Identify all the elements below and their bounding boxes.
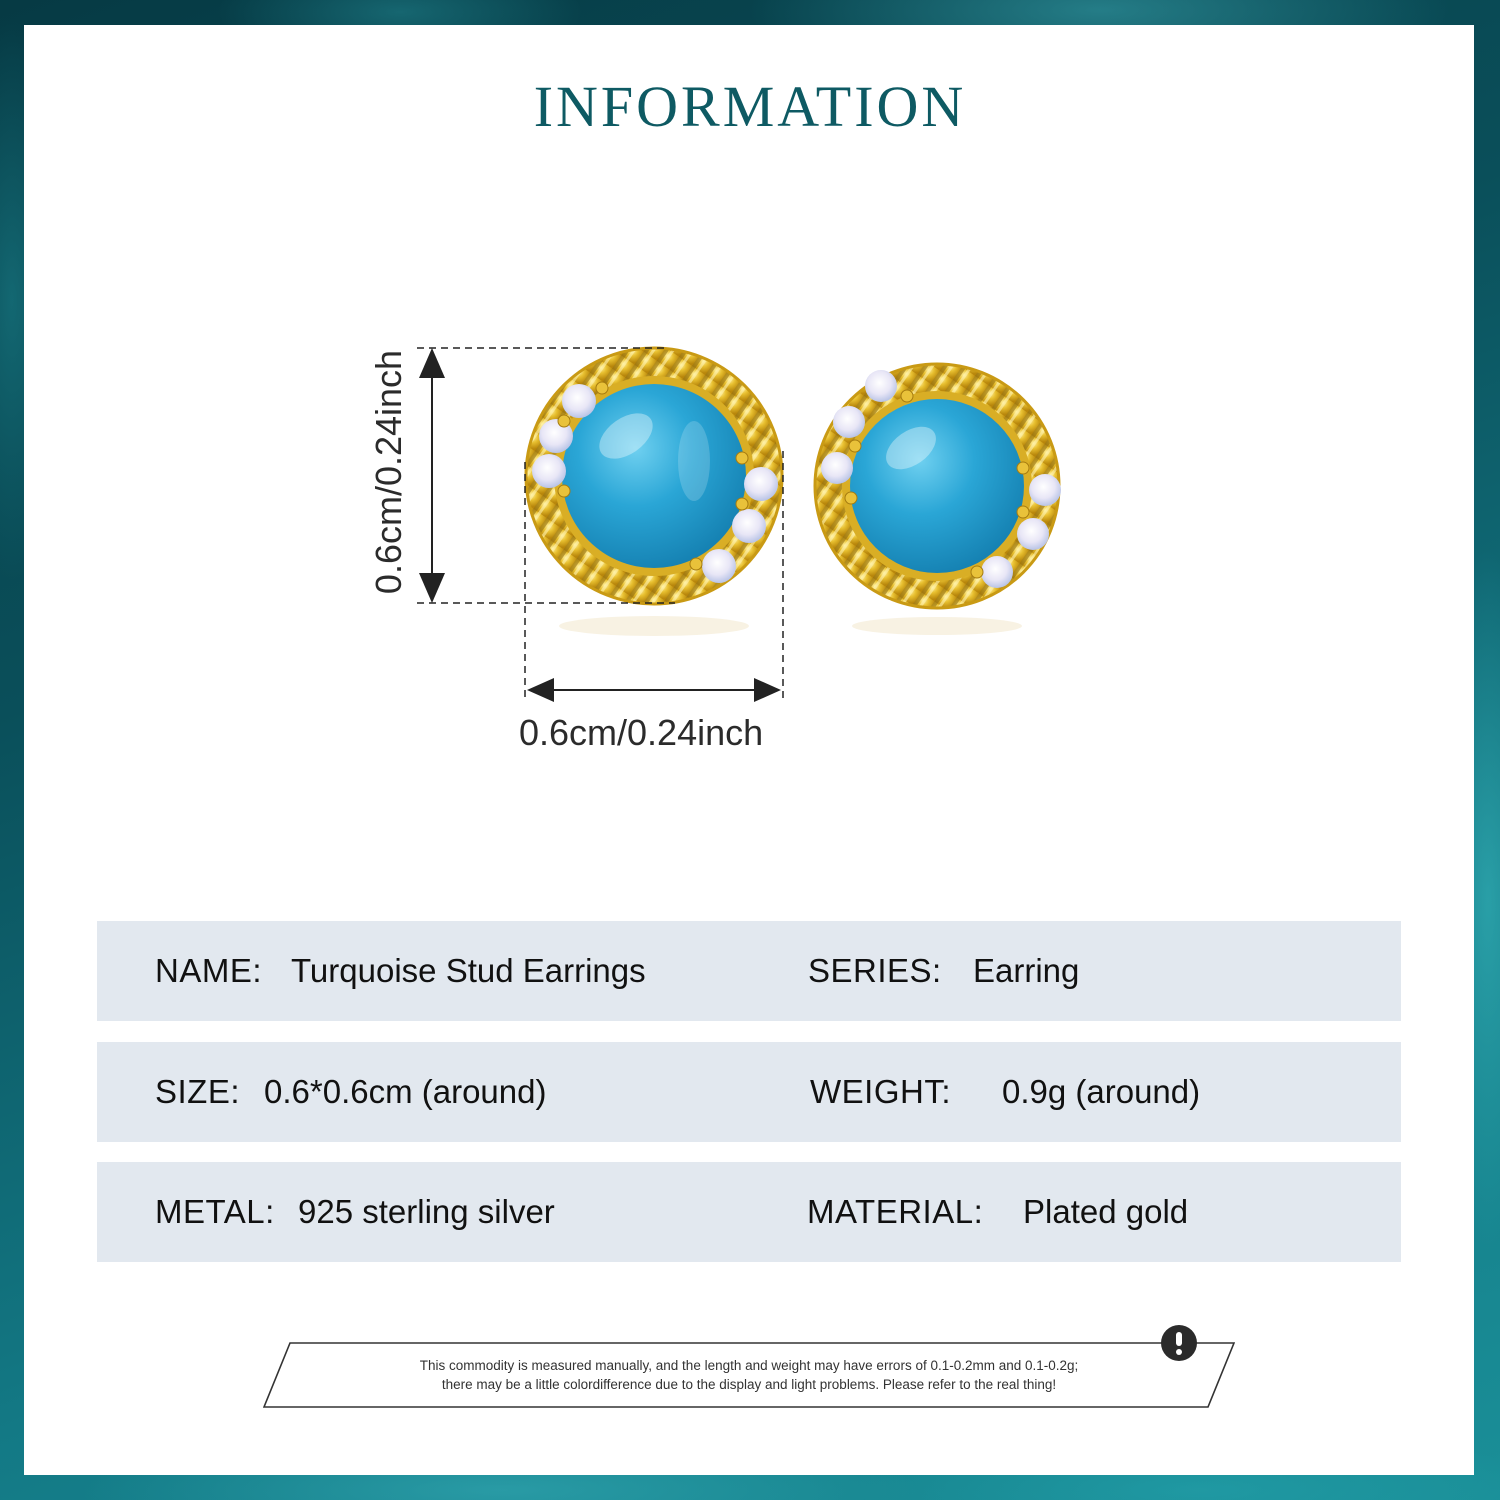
series-value: Earring [973,952,1080,989]
exclamation-icon [1161,1325,1197,1361]
disclaimer-line-2: there may be a little colordifference du… [441,1377,1057,1392]
size-value: 0.6*0.6cm (around) [264,1073,547,1110]
weight-label: WEIGHT: [810,1073,951,1110]
width-dimension-marker [524,451,784,702]
disclaimer-line-1: This commodity is measured manually, and… [419,1358,1079,1373]
width-dimension-label: 0.6cm/0.24inch [519,712,764,753]
metal-label: METAL: [155,1193,275,1230]
spec-row-size-weight: SIZE: 0.6*0.6cm (around) WEIGHT: 0.9g (a… [97,1042,1401,1142]
earring-right [813,362,1061,635]
size-label: SIZE: [155,1073,241,1110]
product-image [417,346,1061,702]
spec-row-name-series: NAME: Turquoise Stud Earrings SERIES: Ea… [97,921,1401,1021]
name-value: Turquoise Stud Earrings [291,952,646,989]
spec-row-metal-material: METAL: 925 sterling silver MATERIAL: Pla… [97,1162,1401,1262]
material-label: MATERIAL: [807,1193,984,1230]
page-title: INFORMATION [533,74,967,139]
height-dimension-marker [417,347,675,604]
height-dimension-label: 0.6cm/0.24inch [368,349,409,595]
weight-value: 0.9g (around) [1002,1073,1201,1110]
material-value: Plated gold [1023,1193,1189,1230]
earring-left [524,346,784,636]
disclaimer-border [263,1342,1235,1408]
series-label: SERIES: [808,952,942,989]
measurement-disclaimer: This commodity is measured manually, and… [263,1342,1235,1408]
metal-value: 925 sterling silver [298,1193,555,1230]
name-label: NAME: [155,952,263,989]
